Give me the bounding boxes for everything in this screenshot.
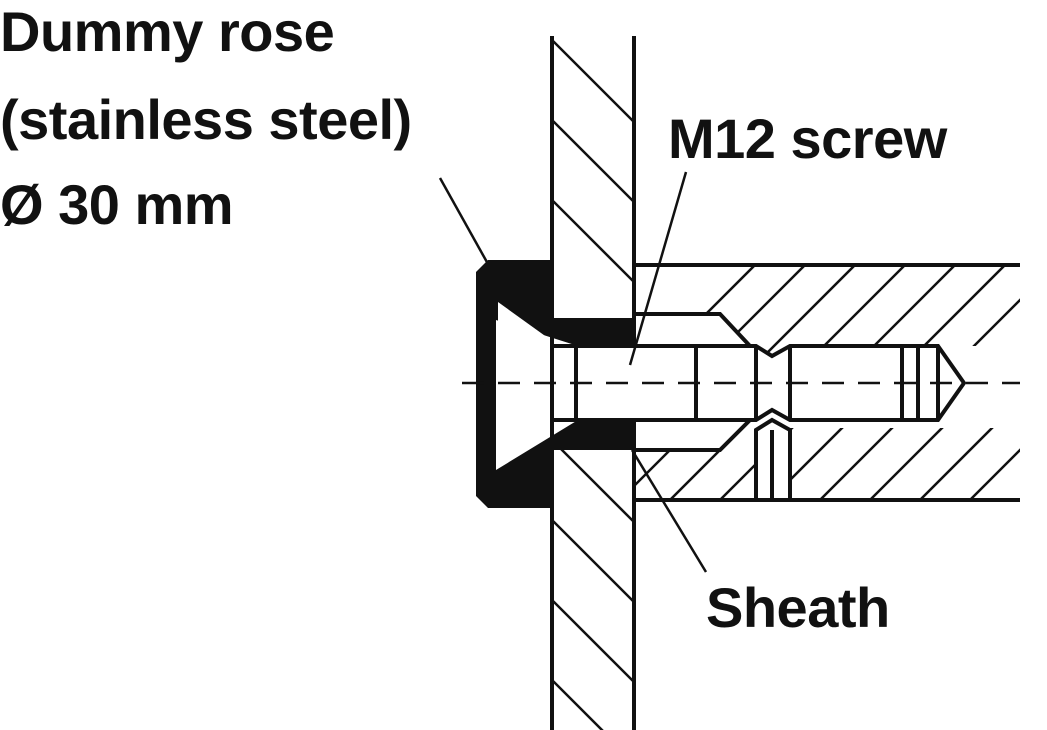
pin: [754, 417, 792, 502]
leader-rose: [438, 177, 490, 265]
label-rose-material: (stainless steel): [0, 88, 412, 151]
leader-sheath: [630, 449, 708, 573]
label-m12-screw: M12 screw: [668, 107, 947, 170]
body-outline: [634, 263, 1020, 502]
label-dummy-rose: Dummy rose: [0, 0, 335, 63]
panel-hatching: [552, 39, 634, 730]
label-sheath: Sheath: [706, 576, 890, 639]
leader-lines: [438, 171, 708, 573]
leader-screw: [628, 171, 688, 366]
label-rose-diameter: Ø 30 mm: [0, 173, 234, 236]
rose-inner: [498, 302, 548, 464]
